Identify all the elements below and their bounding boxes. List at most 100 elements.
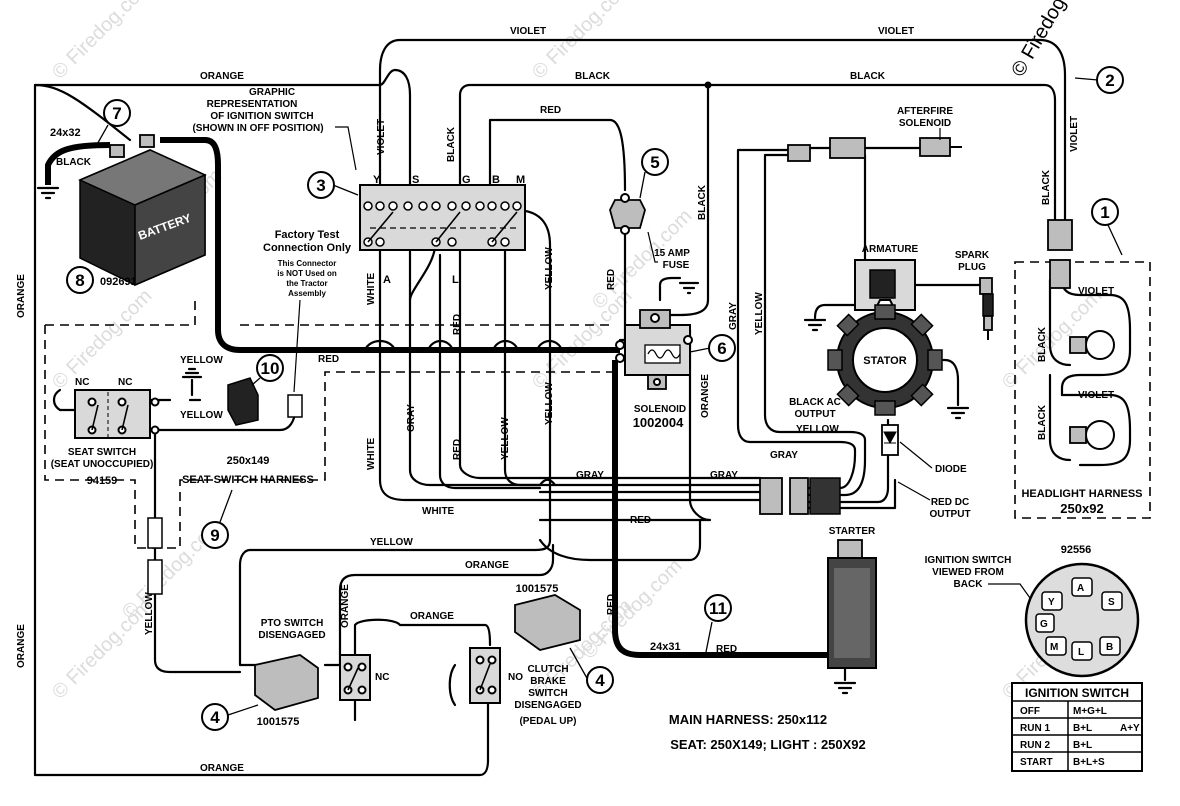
headlight-harness-box: [1014, 261, 1151, 519]
label-yellow: YELLOW: [500, 417, 511, 460]
wire-red-fuse: [488, 118, 627, 202]
label-yellow: YELLOW: [796, 424, 839, 435]
wire-starter-cable: [612, 360, 840, 658]
terminal-l: L: [452, 274, 459, 286]
solenoid: [615, 309, 693, 390]
label-white: WHITE: [366, 437, 377, 470]
label-orange: ORANGE: [16, 274, 27, 318]
callouts: 1 2 3 4 4 5 6 7 8 9 10 11: [66, 66, 1124, 731]
graphic-note: (SHOWN IN OFF POSITION): [192, 123, 323, 134]
seat-light-label: SEAT: 250X149; LIGHT : 250X92: [670, 737, 866, 752]
ignition-switch-back-view: A Y S G M L B: [1024, 562, 1140, 678]
label-red: RED: [540, 105, 561, 116]
ign-view-label: IGNITION SWITCH: [925, 555, 1012, 566]
spark-plug: [979, 277, 994, 340]
seat-harness-size: 250x149: [227, 455, 270, 467]
label-gray: GRAY: [728, 302, 739, 330]
main-harness-label: MAIN HARNESS: 250x112: [669, 712, 827, 727]
label-violet: VIOLET: [1078, 286, 1114, 297]
wires: [33, 38, 1132, 777]
label-yellow: YELLOW: [180, 355, 223, 366]
terminal-y: Y: [373, 174, 381, 186]
label-red: RED: [452, 439, 463, 460]
label-violet: VIOLET: [1078, 390, 1114, 401]
not-used-note: the Tractor: [286, 279, 327, 288]
label-red: RED: [452, 314, 463, 335]
ign-view-label: VIEWED FROM: [932, 567, 1004, 578]
battery-size: 24x32: [50, 127, 81, 139]
table-row-pos: START: [1020, 757, 1053, 768]
clutch-switch-label: BRAKE: [530, 676, 566, 687]
wire-battery-cable: [160, 137, 620, 353]
terminal-b: B: [492, 174, 500, 186]
label-yellow: YELLOW: [544, 382, 555, 425]
label-yellow: YELLOW: [144, 592, 155, 635]
not-used-note: is NOT Used on: [277, 269, 337, 278]
label-red: RED: [606, 594, 617, 615]
clutch-no: NO: [508, 672, 523, 683]
table-row-pos: OFF: [1020, 706, 1040, 717]
black-ac-label: OUTPUT: [794, 409, 835, 420]
ign-part: 92556: [1061, 544, 1092, 556]
label-white: WHITE: [366, 272, 377, 305]
label-orange: ORANGE: [200, 71, 244, 82]
label-orange: ORANGE: [465, 560, 509, 571]
ignition-table-title: IGNITION SWITCH: [1025, 686, 1129, 700]
table-row-c1: B+L: [1073, 740, 1092, 751]
solenoid-label: SOLENOID: [634, 404, 686, 415]
not-used-note: This Connector: [278, 259, 337, 268]
diode: [881, 424, 899, 456]
pto-switch-label: PTO SWITCH: [261, 618, 324, 629]
fuse-label: FUSE: [663, 260, 690, 271]
stator-connector: [759, 477, 841, 515]
pto-switch-label: DISENGAGED: [258, 630, 325, 641]
callout-7: 7: [112, 104, 121, 123]
watermark: © Firedog.com: [48, 0, 157, 84]
spark-plug-label: PLUG: [958, 262, 986, 273]
label-violet: VIOLET: [510, 26, 546, 37]
table-row-c1: M+G+L: [1073, 706, 1107, 717]
wire-violet-top: [378, 38, 1067, 222]
callout-10: 10: [261, 359, 280, 378]
fuse: [609, 193, 646, 235]
graphic-note: REPRESENTATION: [207, 99, 298, 110]
label-gray: GRAY: [406, 404, 417, 432]
label-black: BLACK: [850, 71, 886, 82]
label-red: RED: [318, 354, 339, 365]
afterfire-label: AFTERFIRE: [897, 106, 953, 117]
label-red: RED: [716, 644, 737, 655]
callout-8: 8: [75, 271, 84, 290]
seat-harness-label: SEAT SWITCH HARNESS: [182, 474, 314, 486]
factory-test-label: Factory Test: [275, 229, 340, 241]
stator-label: STATOR: [863, 355, 906, 367]
label-white: WHITE: [422, 506, 455, 517]
wire-yellow: [238, 208, 552, 667]
cable-size: 24x31: [650, 641, 681, 653]
terminal-g: G: [462, 174, 471, 186]
headlight-size: 250x92: [1060, 501, 1103, 516]
clutch-part: 1001575: [516, 583, 559, 595]
seat-switch-label: SEAT SWITCH: [68, 447, 136, 458]
label-gray: GRAY: [576, 470, 604, 481]
label-black: BLACK: [697, 184, 708, 220]
afterfire-label: SOLENOID: [899, 118, 951, 129]
label-violet: VIOLET: [1069, 116, 1080, 152]
not-used-note: Assembly: [288, 289, 326, 298]
label-black: BLACK: [1041, 169, 1052, 205]
red-dc-label: OUTPUT: [929, 509, 970, 520]
label-red: RED: [606, 269, 617, 290]
table-row-c2: A+Y: [1120, 723, 1140, 734]
svg-text:S: S: [1108, 597, 1115, 608]
clutch-switch-label: SWITCH: [528, 688, 567, 699]
label-orange: ORANGE: [16, 624, 27, 668]
label-orange: ORANGE: [340, 584, 351, 628]
pto-part: 1001575: [257, 716, 300, 728]
label-yellow: YELLOW: [370, 537, 413, 548]
seat-switch: [74, 389, 160, 439]
starter: [827, 539, 877, 669]
clutch-switch-label: DISENGAGED: [514, 700, 581, 711]
callout-4b: 4: [595, 671, 605, 690]
wire-white: [378, 243, 542, 502]
label-yellow: YELLOW: [544, 247, 555, 290]
label-yellow: YELLOW: [180, 410, 223, 421]
